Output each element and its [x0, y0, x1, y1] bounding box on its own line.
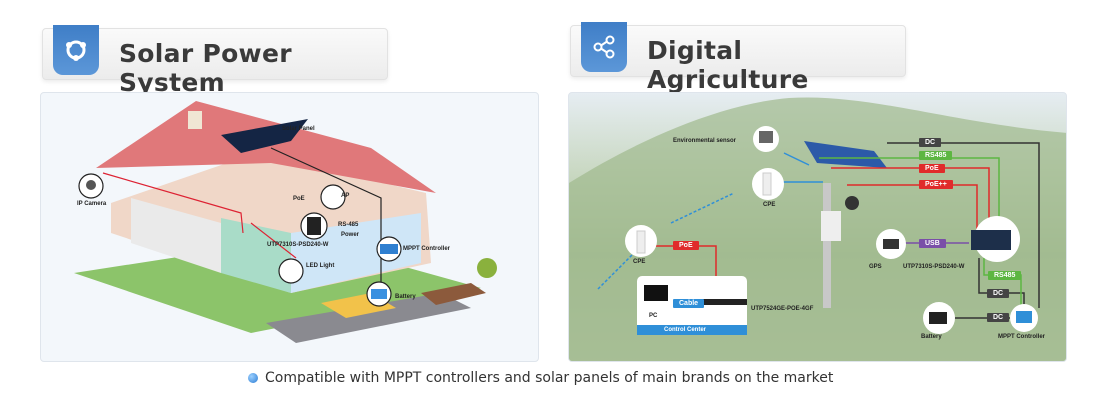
solar-house-diagram: Solar Panel IP Camera PoE AP RS-485 UTP7…: [40, 92, 539, 362]
digital-agriculture-tab: Digital Agriculture: [570, 22, 906, 94]
footer-note: Compatible with MPPT controllers and sol…: [248, 370, 833, 386]
control-center-label: Control Center: [664, 327, 706, 333]
cable-tag: Cable: [673, 299, 705, 308]
solar-panel-label: Solar Panel: [282, 126, 315, 132]
agriculture-illustration: [569, 97, 1066, 361]
core-switch-label: UTP7524GE-POE-4GF: [751, 306, 814, 312]
share-network-icon: [53, 25, 99, 75]
rs485-tag: RS485: [988, 271, 1022, 280]
battery-label: Battery: [395, 294, 416, 300]
usb-tag: USB: [919, 239, 946, 248]
poe-label: PoE: [293, 196, 305, 202]
ap-label: AP: [341, 193, 350, 199]
agriculture-diagram: Environmental sensor CPE CPE PC Control …: [568, 92, 1067, 362]
switch-label: UTP7310S-PSD240-W: [903, 264, 965, 270]
bullet-icon: [248, 373, 258, 383]
rs485-label: RS-485: [338, 222, 359, 228]
mppt-label: MPPT Controller: [998, 334, 1046, 340]
poe-plus-tag: PoE++: [919, 180, 953, 189]
rs485-tag: RS485: [919, 151, 953, 160]
pc-label: PC: [649, 313, 658, 319]
house-illustration: [74, 101, 497, 343]
poe-tag: PoE: [919, 164, 945, 173]
ip-camera-label: IP Camera: [77, 201, 107, 207]
gps-label: GPS: [869, 264, 882, 270]
cpe-label: CPE: [763, 202, 776, 208]
mppt-label: MPPT Controller: [403, 246, 451, 252]
cpe-label: CPE: [633, 259, 646, 265]
section-title: Digital Agriculture: [647, 36, 809, 94]
switch-label: UTP7310S-PSD240-W: [267, 242, 329, 248]
poe-tag: PoE: [673, 241, 699, 250]
footer-text: Compatible with MPPT controllers and sol…: [265, 370, 834, 386]
dc-tag: DC: [919, 138, 942, 147]
env-sensor-label: Environmental sensor: [673, 138, 737, 144]
power-label: Power: [341, 232, 360, 238]
dc-tag: DC: [987, 313, 1010, 322]
dc-tag: DC: [987, 289, 1010, 298]
section-title: Solar Power System: [119, 39, 292, 97]
battery-label: Battery: [921, 334, 942, 340]
solar-power-tab: Solar Power System: [42, 25, 388, 97]
led-light-label: LED Light: [306, 263, 335, 269]
share-nodes-icon: [581, 22, 627, 72]
